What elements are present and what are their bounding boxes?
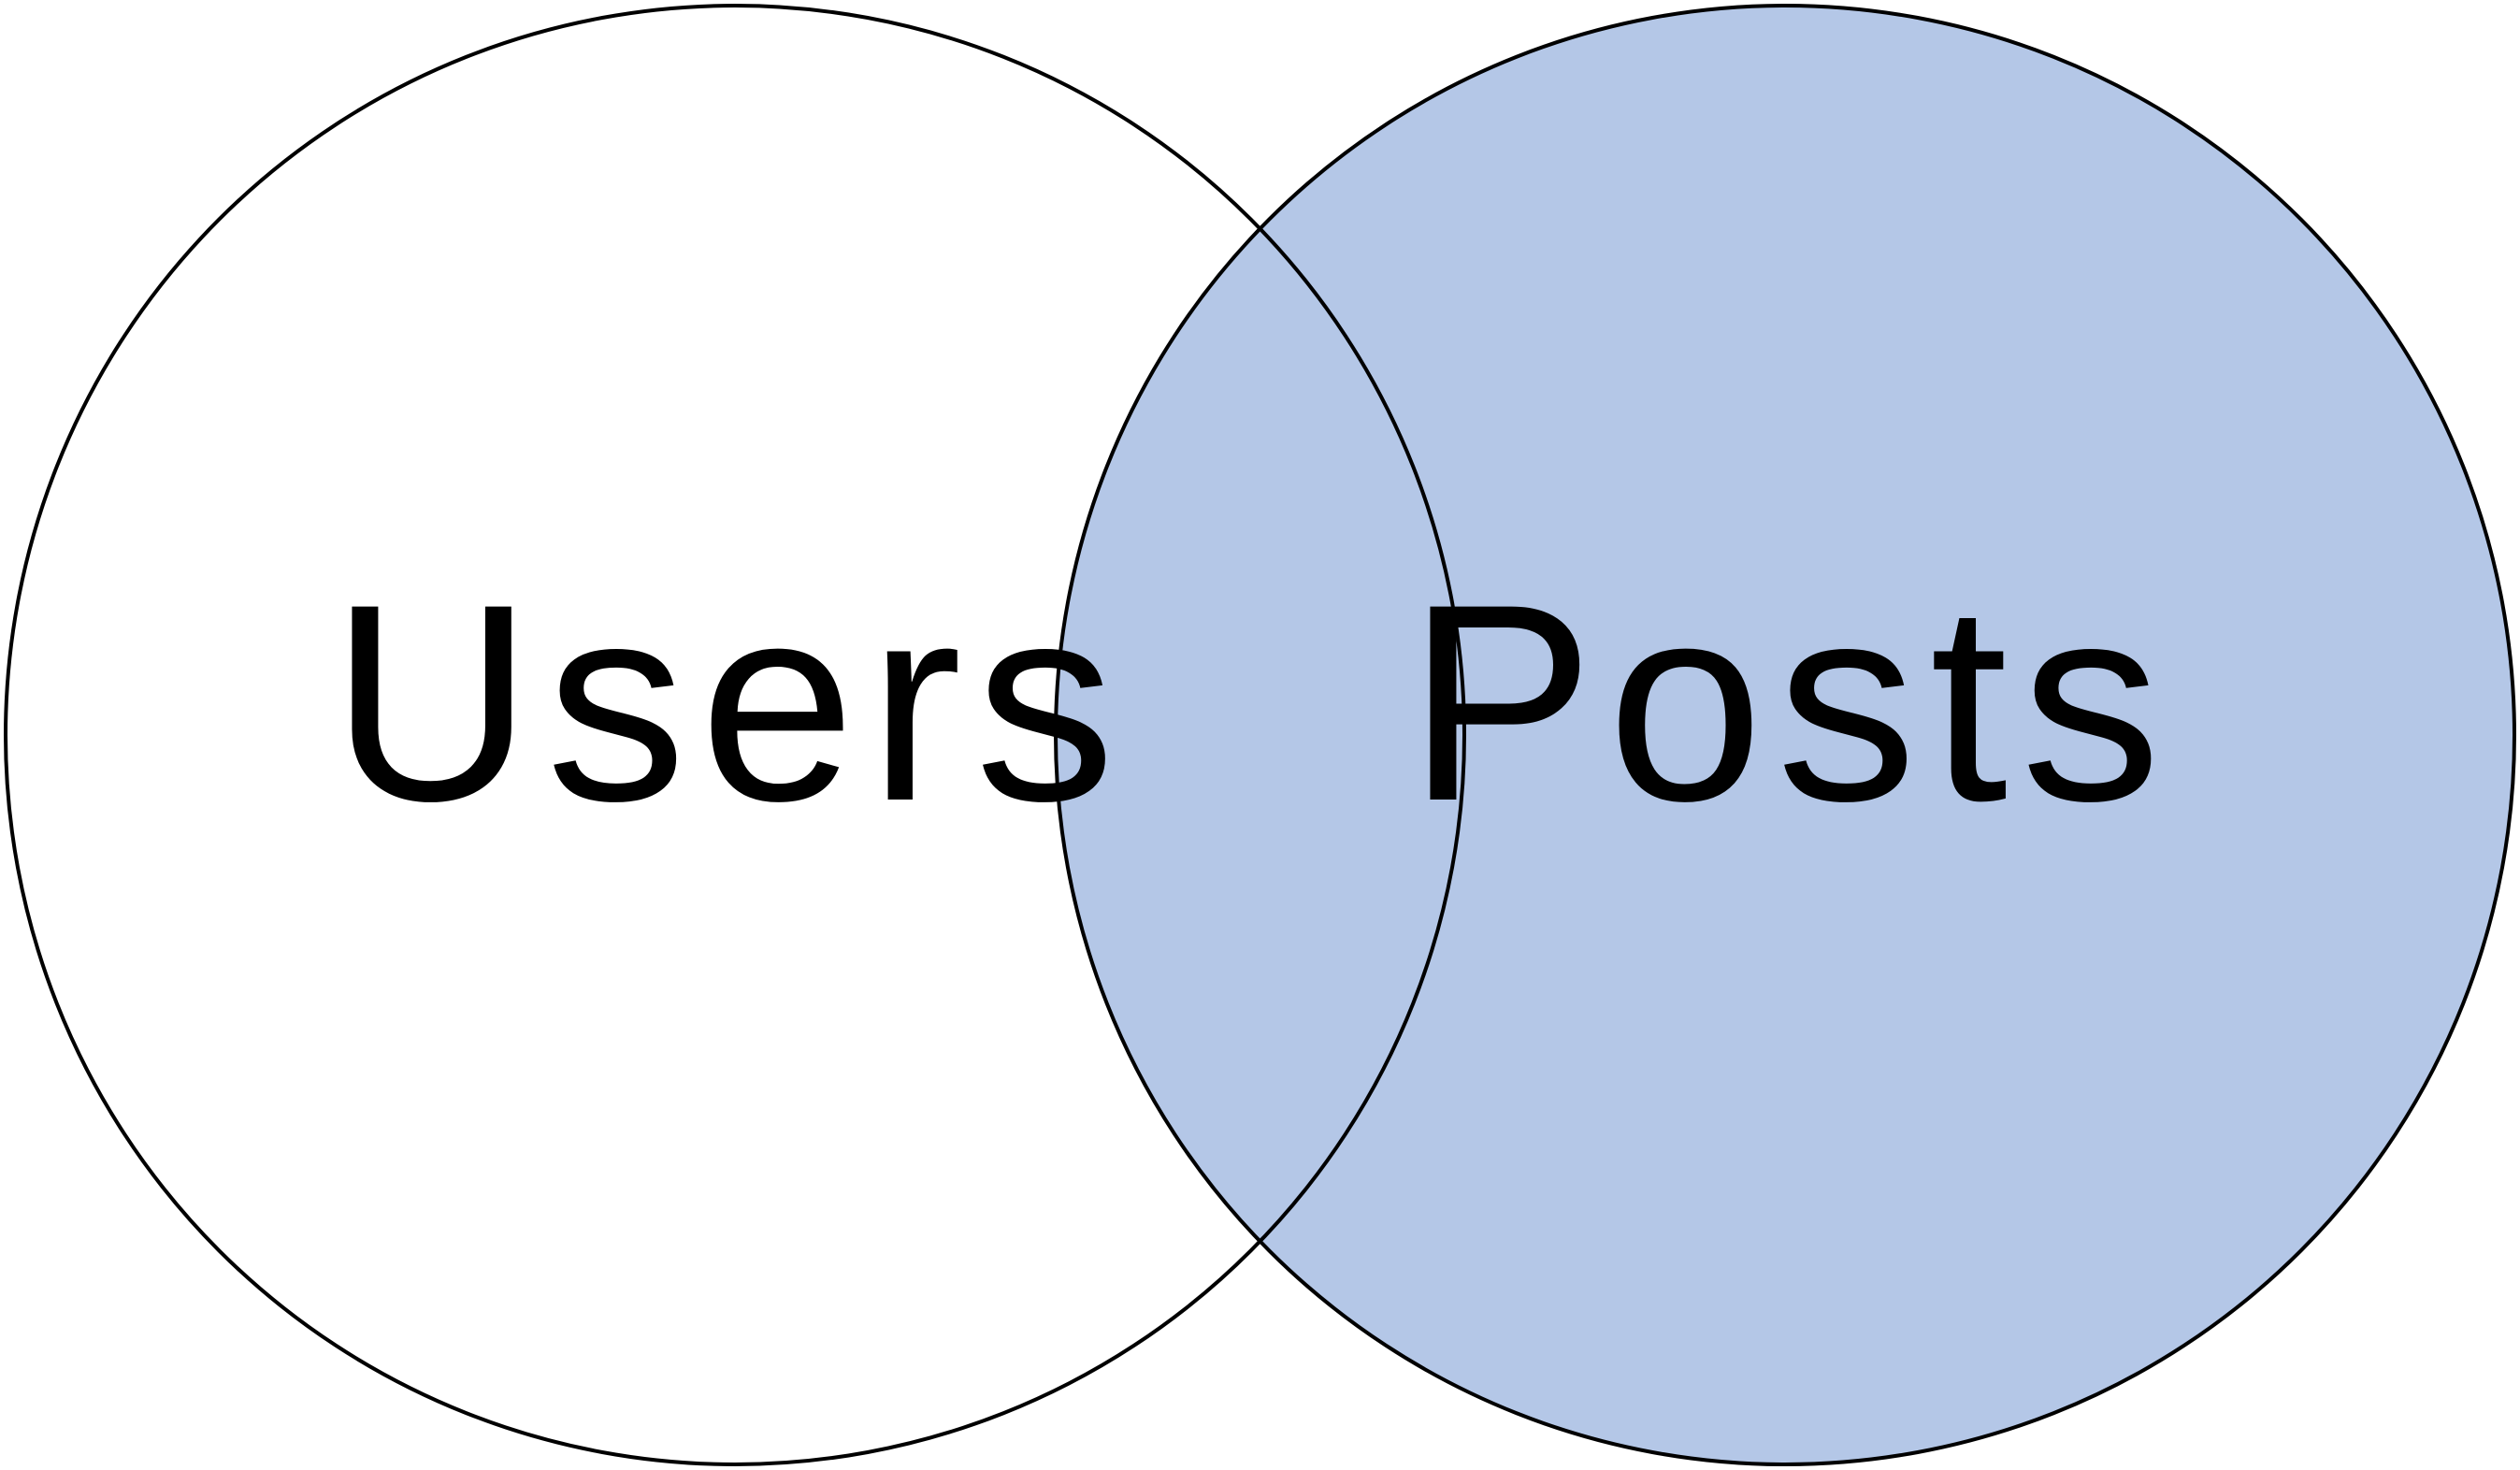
users-set-circle-outline xyxy=(4,4,1466,1466)
posts-set-label: Posts xyxy=(1407,545,2174,859)
users-set-label: Users xyxy=(330,545,1128,859)
posts-set-circle-outline xyxy=(1054,4,2516,1466)
users-set-circle-fill xyxy=(6,6,1464,1464)
posts-set-circle-fill xyxy=(1056,6,2514,1464)
